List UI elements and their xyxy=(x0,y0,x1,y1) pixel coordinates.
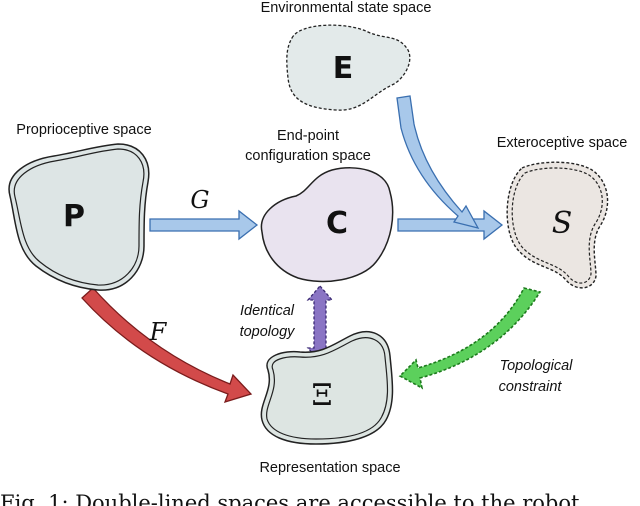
environmental-state-space-label: Environmental state space xyxy=(261,0,432,16)
representation-space-outline-inner xyxy=(266,337,389,440)
configuration-space-label-line2: configuration space xyxy=(245,148,371,164)
proprioceptive-space-outline-inner xyxy=(13,148,145,286)
configuration-space-shape xyxy=(260,167,394,283)
environment-to-exteroceptive-arrow xyxy=(396,95,480,229)
exteroceptive-space-outline-inner xyxy=(511,167,603,284)
exteroceptive-symbol: S xyxy=(552,206,573,241)
configuration-space-label-line1: End-point xyxy=(277,128,339,144)
representation-symbol: Ξ xyxy=(311,378,332,413)
representation-space-label: Representation space xyxy=(259,460,400,476)
f-map-arrow xyxy=(81,287,253,404)
configuration-symbol: C xyxy=(326,206,348,241)
topological-constraint-label-line2: constraint xyxy=(499,379,563,395)
identical-topology-label-line1: Identical xyxy=(240,303,295,319)
config-to-exteroceptive-arrow xyxy=(397,209,504,241)
proprioceptive-symbol: P xyxy=(63,199,85,234)
g-map-label: G xyxy=(190,186,209,214)
figure-caption: Fig. 1: Double-lined spaces are accessib… xyxy=(0,491,586,506)
topological-constraint-label-line1: Topological xyxy=(500,358,574,374)
proprioceptive-space-label: Proprioceptive space xyxy=(16,122,151,138)
environmental-state-space-shape xyxy=(286,24,411,111)
topological-constraint-arrow xyxy=(398,287,542,390)
g-map-arrow xyxy=(149,209,259,241)
f-map-label: F xyxy=(149,318,168,346)
exteroceptive-space-label: Exteroceptive space xyxy=(497,135,628,151)
environmental-symbol: E xyxy=(333,51,354,86)
identical-topology-label-line2: topology xyxy=(240,324,296,340)
proprioceptive-space-shape xyxy=(8,143,150,291)
representation-space-shape xyxy=(260,331,394,445)
